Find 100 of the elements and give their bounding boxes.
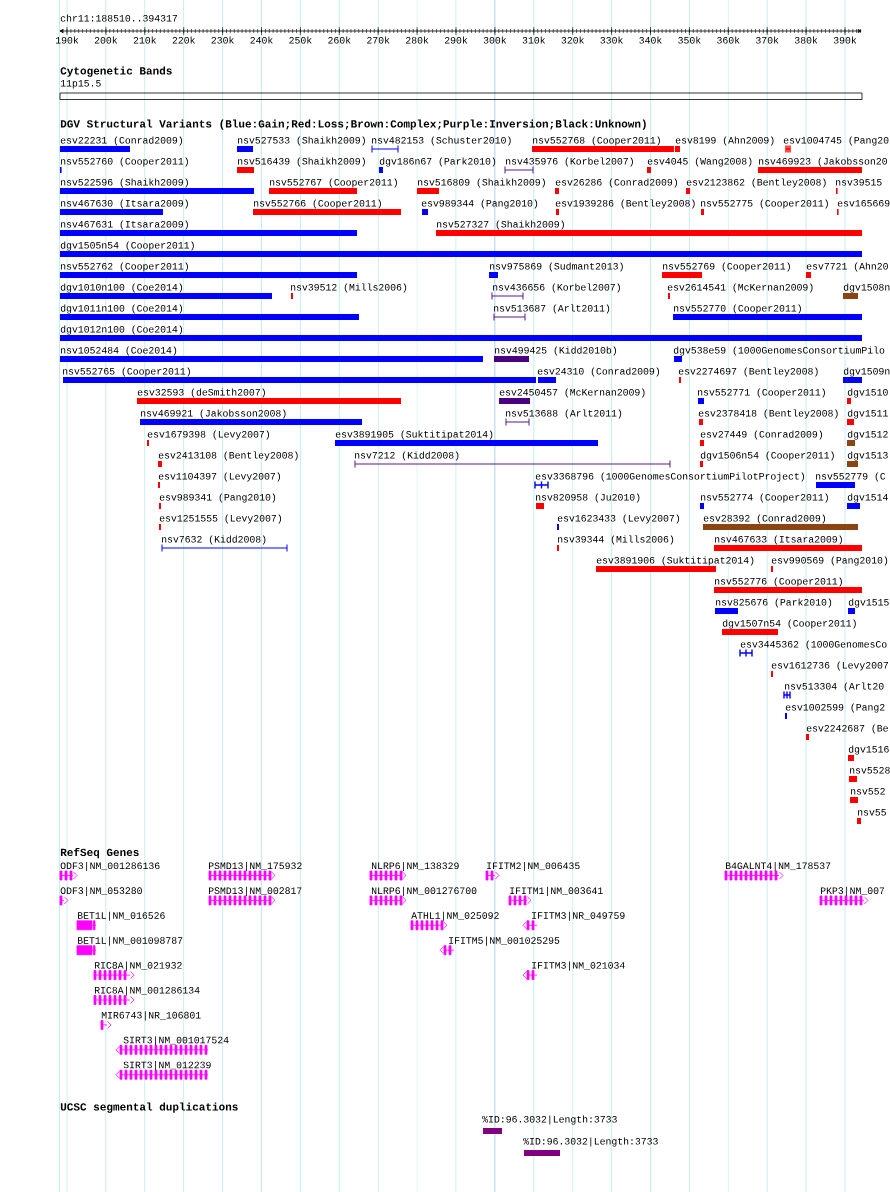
variant-label: dgv1510 bbox=[847, 388, 888, 398]
variant-label: esv27449 (Conrad2009) bbox=[700, 430, 823, 440]
tick-label: 360k bbox=[717, 36, 740, 44]
variant-label: dgv1513 bbox=[847, 451, 888, 461]
variant-label: esv2123862 (Bentley2008) bbox=[686, 178, 826, 188]
variant-label: esv1104397 (Levy2007) bbox=[158, 472, 281, 482]
gene-label: NLRP6|NM_138329 bbox=[371, 861, 459, 872]
variant-label: esv2274697 (Bentley2008) bbox=[678, 367, 818, 377]
variant-label: dgv1011n100 (Coe2014) bbox=[60, 304, 183, 314]
variant-label: nsv552767 (Cooper2011) bbox=[270, 178, 397, 188]
variant-label: esv1939286 (Bentley2008) bbox=[555, 199, 695, 209]
variant-label: nsv436656 (Korbel2007) bbox=[493, 283, 620, 293]
gene-label: IFITM3|NM_021034 bbox=[532, 961, 625, 971]
tick-label: 270k bbox=[367, 36, 390, 44]
variant-label: nsv552 bbox=[851, 787, 885, 795]
gene-label: BET1L|NM_001098787 bbox=[77, 936, 183, 946]
variant-label: nsv513688 (Arlt2011) bbox=[506, 409, 622, 419]
variant-label: dgv1506n54 (Cooper2011) bbox=[700, 451, 834, 461]
variant-label: nsv469923 (Jakobsson20 bbox=[759, 157, 887, 167]
variant-label: esv2413108 (Bentley2008) bbox=[158, 451, 298, 461]
variant-label: nsv5528 bbox=[850, 766, 890, 774]
variant-label: nsv469921 (Jakobsson2008) bbox=[141, 409, 286, 419]
tick-label: 230k bbox=[211, 36, 234, 44]
variant-label: dgv1516 bbox=[848, 745, 889, 755]
variant-label: nsv552770 (Cooper2011) bbox=[674, 304, 801, 314]
gene-label: IFITM1|NM_003641 bbox=[510, 886, 603, 896]
gene-label: RIC8A|NM_001286134 bbox=[94, 986, 200, 996]
tick-label: 210k bbox=[133, 36, 157, 44]
variant-label: dgv1512 bbox=[847, 430, 888, 440]
gene-label: ODF3|NM_001286136 bbox=[60, 861, 160, 872]
variant-label: nsv522596 (Shaikh2009) bbox=[61, 178, 188, 188]
tick-label: 390k bbox=[833, 36, 857, 44]
variant-label: dgv1505n54 (Cooper2011) bbox=[60, 241, 194, 251]
variant-label: nsv552774 (Cooper2011) bbox=[701, 493, 828, 503]
variant-label: nsv552775 (Cooper2011) bbox=[701, 199, 828, 209]
gene-label: RIC8A|NM_021932 bbox=[94, 961, 182, 971]
variant-label: esv165669 bbox=[837, 199, 890, 207]
variant-label: nsv513304 (Arlt20 bbox=[785, 682, 884, 692]
tick-label: 310k bbox=[522, 36, 546, 44]
variant-label: nsv552760 (Cooper2011) bbox=[61, 157, 188, 167]
tick-label: 220k bbox=[172, 36, 195, 44]
variant-label: esv1251555 (Levy2007) bbox=[159, 514, 282, 524]
variant-label: nsv975869 (Sudmant2013) bbox=[490, 262, 623, 272]
track-title: Cytogenetic Bands bbox=[60, 66, 172, 77]
variant-label: nsv516439 (Shaikh2009) bbox=[238, 157, 365, 167]
tick-label: 250k bbox=[289, 36, 312, 44]
variant-label: nsv552768 (Cooper2011) bbox=[533, 136, 660, 146]
variant-label: nsv552765 (Cooper2011) bbox=[63, 367, 190, 377]
variant-label: nsv467633 (Itsara2009) bbox=[715, 535, 842, 545]
variant-label: esv3891905 (Suktitipat2014) bbox=[335, 430, 493, 440]
variant-label: esv989344 (Pang2010) bbox=[421, 199, 538, 209]
variant-label: dgv1508n bbox=[843, 283, 890, 293]
gene-label: PSMD13|NM_175932 bbox=[208, 861, 302, 872]
gene-label: ATHL1|NM_025092 bbox=[411, 911, 499, 921]
variant-label: esv1679398 (Levy2007) bbox=[147, 430, 270, 440]
variant-label: dgv1511 bbox=[847, 409, 888, 419]
variant-label: nsv435976 (Korbel2007) bbox=[506, 157, 633, 167]
tick-label: 260k bbox=[328, 36, 351, 44]
variant-label: nsv513687 (Arlt2011) bbox=[494, 304, 610, 314]
gene-label: IFITM2|NM_006435 bbox=[487, 861, 580, 872]
gene-label: B4GALNT4|NM_178537 bbox=[725, 861, 831, 872]
variant-label: dgv1012n100 (Coe2014) bbox=[60, 325, 183, 335]
variant-label: esv989341 (Pang2010) bbox=[159, 493, 276, 503]
variant-label: esv3445362 (1000GenomesCo bbox=[740, 640, 887, 650]
tick-label: 190k bbox=[55, 36, 79, 44]
gene-label: ODF3|NM_053280 bbox=[60, 886, 142, 896]
variant-label: esv990569 (Pang2010) bbox=[771, 556, 888, 566]
track-title: UCSC segmental duplications bbox=[60, 1102, 238, 1113]
variant-label: nsv552766 (Cooper2011) bbox=[254, 199, 381, 209]
variant-label: nsv7212 (Kidd2008) bbox=[355, 451, 459, 461]
variant-label: esv26286 (Conrad2009) bbox=[555, 178, 678, 188]
variant-label: esv1004745 (Pang20 bbox=[783, 136, 889, 146]
variant-label: nsv552762 (Cooper2011) bbox=[61, 262, 188, 272]
track-title: DGV Structural Variants (Blue:Gain;Red:Loss;Brown:Complex;Purple:Inversion;Black:Unknown) bbox=[60, 119, 646, 130]
gene-label: PKP3|NM_007 bbox=[820, 886, 885, 896]
variant-label: esv1002599 (Pang2 bbox=[785, 703, 885, 713]
gene-label: SIRT3|NM_001017524 bbox=[123, 1036, 229, 1046]
duplication-label: %ID:96.3032|Length:3733 bbox=[523, 1137, 658, 1147]
variant-label: esv1612736 (Levy2007 bbox=[771, 661, 889, 671]
variant-label: nsv552771 (Cooper2011) bbox=[698, 388, 825, 398]
tick-label: 300k bbox=[483, 36, 507, 44]
tick-label: 370k bbox=[756, 36, 779, 44]
variant-label: nsv39344 (Mills2006) bbox=[558, 535, 674, 545]
variant-label: nsv55 bbox=[858, 809, 886, 816]
tick-label: 330k bbox=[600, 36, 623, 44]
variant-label: nsv552769 (Cooper2011) bbox=[663, 262, 790, 272]
variant-label: nsv39515 bbox=[836, 178, 882, 186]
variant-label: nsv552776 (Cooper2011) bbox=[715, 577, 842, 587]
gene-label: PSMD13|NM_002817 bbox=[208, 886, 302, 896]
variant-label: nsv1052484 (Coe2014) bbox=[61, 346, 177, 356]
tick-label: 200k bbox=[94, 36, 118, 44]
variant-label: esv3368796 (1000GenomesConsortiumPilotProject) bbox=[535, 472, 805, 482]
variant-label: nsv482153 (Schuster2010) bbox=[372, 136, 511, 146]
gene-label: BET1L|NM_016526 bbox=[77, 911, 165, 921]
band-label: 11p15.5 bbox=[60, 80, 101, 89]
variant-label: dgv1514 bbox=[847, 493, 888, 503]
tick-label: 350k bbox=[678, 36, 701, 44]
variant-label: esv8199 (Ahn2009) bbox=[675, 136, 774, 146]
variant-label: nsv39512 (Mills2006) bbox=[291, 283, 407, 293]
position-label: chr11:188510..394317 bbox=[60, 14, 178, 22]
